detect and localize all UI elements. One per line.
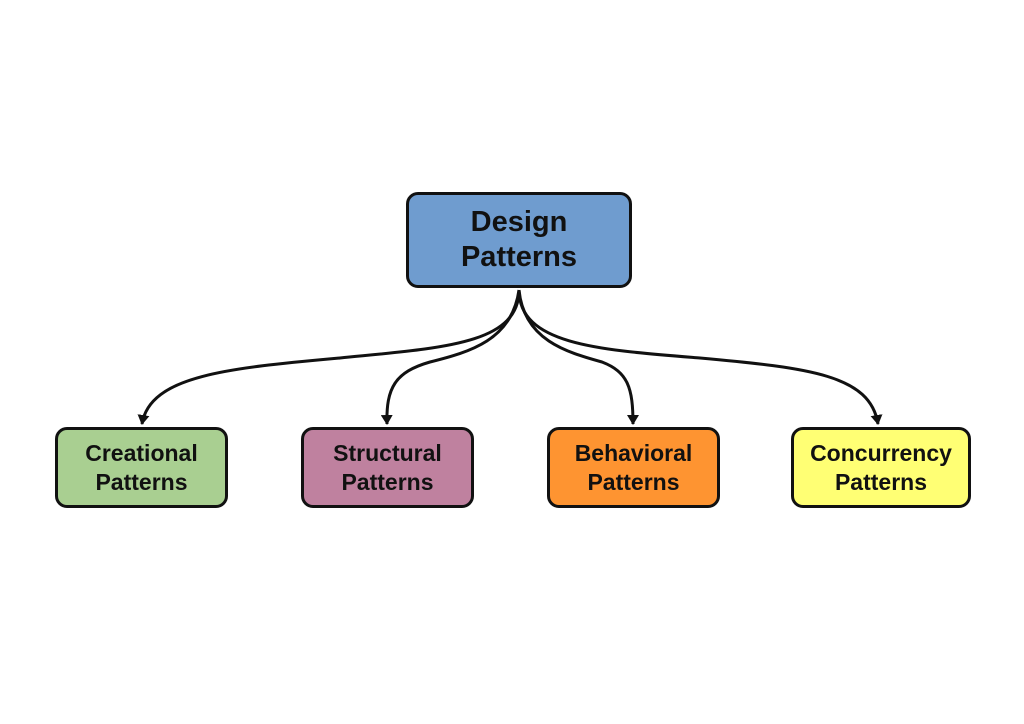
node-structural-line2: Patterns bbox=[341, 468, 434, 495]
node-concurrency-line1: Concurrency bbox=[810, 439, 952, 466]
node-concurrency-line2: Patterns bbox=[834, 468, 928, 495]
edge-to-creational bbox=[137, 289, 521, 425]
node-concurrency-patterns: Concurrency Patterns bbox=[791, 427, 971, 508]
node-behavioral-patterns: Behavioral Patterns bbox=[547, 427, 720, 508]
node-creational-line2: Patterns bbox=[95, 468, 188, 495]
node-design-patterns: Design Patterns bbox=[406, 192, 632, 288]
edge-to-structural bbox=[380, 289, 521, 425]
node-structural-patterns: Structural Patterns bbox=[301, 427, 474, 508]
node-design-patterns-line1: Design bbox=[470, 206, 568, 238]
node-behavioral-line2: Patterns bbox=[587, 468, 680, 495]
node-behavioral-line1: Behavioral bbox=[574, 439, 693, 466]
node-creational-patterns: Creational Patterns bbox=[55, 427, 228, 508]
node-design-patterns-line2: Patterns bbox=[460, 241, 578, 273]
edge-to-concurrency bbox=[517, 289, 883, 425]
node-structural-line1: Structural bbox=[333, 439, 442, 466]
edge-to-behavioral bbox=[517, 289, 639, 425]
node-creational-line1: Creational bbox=[85, 439, 198, 466]
